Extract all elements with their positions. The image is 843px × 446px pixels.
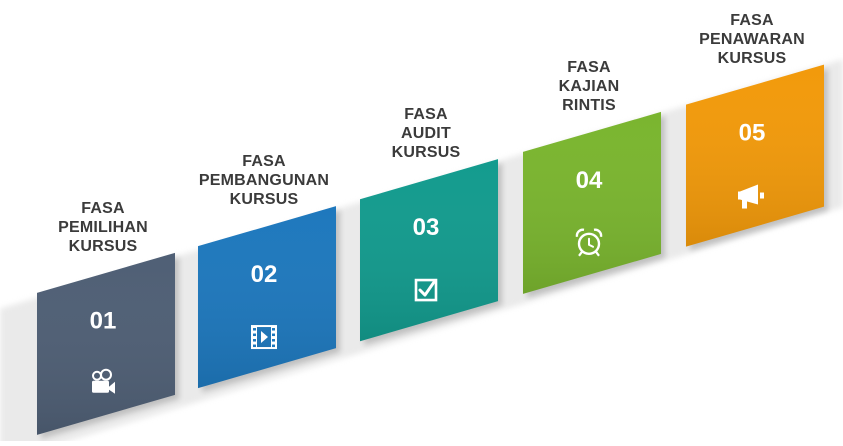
step-label-line: KURSUS (229, 191, 299, 209)
step-number: 01 (90, 308, 117, 335)
step-label-line: FASA (730, 11, 774, 29)
step-label-line: PEMBANGUNAN (198, 172, 330, 190)
step-label-line: KURSUS (717, 49, 787, 67)
step-number: 05 (739, 120, 766, 147)
step-label-line: FASA (242, 153, 286, 171)
step-label-line: PEMILIHAN (58, 218, 148, 236)
step-label-line: KURSUS (391, 144, 461, 162)
video-camera-icon (92, 368, 115, 394)
step-number: 02 (251, 261, 278, 288)
step-label-line: FASA (81, 199, 125, 217)
step-box-shade (523, 111, 661, 294)
step-04: 04 (523, 111, 665, 298)
step-number: 03 (413, 214, 440, 241)
step-label-line: FASA (404, 106, 448, 124)
checkbox-checked-icon (414, 278, 438, 302)
step-label-line: RINTIS (562, 96, 616, 114)
film-play-icon (251, 325, 277, 350)
step-box-shade (198, 206, 336, 389)
step-box-shade (37, 252, 175, 435)
step-label-line: FASA (567, 58, 611, 76)
step-label-line: PENAWARAN (699, 30, 805, 48)
step-03: 03 (360, 159, 502, 346)
step-box-shade (360, 159, 498, 342)
step-02: 02 (198, 206, 340, 393)
step-label-line: KURSUS (68, 237, 138, 255)
step-number: 04 (576, 167, 603, 194)
megaphone-icon (738, 184, 764, 209)
step-01: 01 (37, 252, 179, 439)
step-label-line: AUDIT (401, 125, 451, 143)
step-boxes: 01 02 03 04 05 (37, 64, 828, 439)
step-box-shade (686, 64, 824, 247)
step-05: 05 (686, 64, 828, 251)
alarm-clock-icon (575, 228, 603, 257)
step-label-line: KAJIAN (558, 77, 620, 95)
